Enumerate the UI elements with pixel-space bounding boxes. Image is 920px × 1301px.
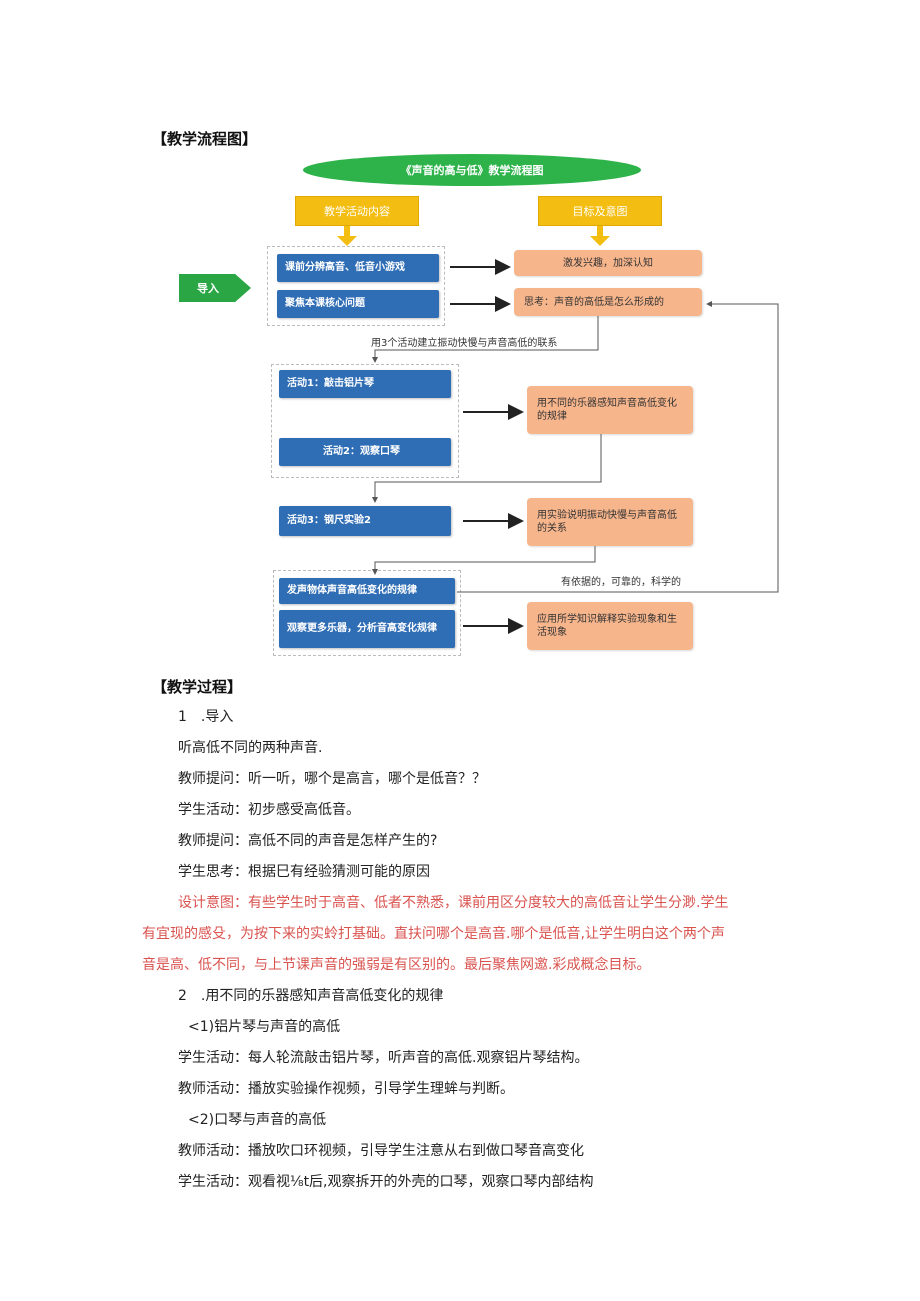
- section-title-process: 【教学过程】: [152, 678, 243, 696]
- design-intent-line: 音是高、低不同，与上节课声音的强弱是有区别的。最后聚焦网邀.彩成概念目标。: [142, 957, 651, 973]
- teaching-flowchart: 《声音的高与低》教学流程图 教学活动内容 目标及意图 导入 课前分辨高音、低音小…: [175, 152, 785, 662]
- box-pregame: 课前分辨高音、低音小游戏: [277, 254, 439, 282]
- process-line: 学生活动：观看视⅛t后,观察拆开的外壳的口琴，观察口琴内部结构: [178, 1174, 594, 1190]
- header-goals: 目标及意图: [538, 196, 662, 226]
- group-intro: [267, 246, 445, 326]
- process-line: 教师活动：播放实验操作视频，引导学生理蛑与判断。: [178, 1081, 514, 1097]
- box-activity-3: 活动3：钢尺实验2: [279, 506, 451, 536]
- box-goal-think: 思考：声音的高低是怎么形成的: [514, 288, 702, 316]
- header-activities: 教学活动内容: [295, 196, 419, 226]
- banner-text: 《声音的高与低》教学流程图: [400, 164, 544, 177]
- process-line: 听高低不同的两种声音.: [178, 740, 323, 756]
- process-line: 教师提问：高低不同的声音是怎样产生的?: [178, 833, 438, 849]
- label-activity-link: 用3个活动建立振动快慢与声音高低的联系: [371, 338, 558, 349]
- box-activity-2: 活动2：观察口琴: [279, 438, 451, 466]
- group-activities-1-2: [271, 364, 459, 478]
- box-goal-interest: 激发兴趣，加深认知: [514, 250, 702, 276]
- process-heading-1: 1 .导入: [178, 709, 234, 725]
- process-subheading: <1)铝片琴与声音的高低: [188, 1019, 341, 1035]
- process-line: 教师活动：播放吹口环视频，引导学生注意从右到做口琴音高变化: [178, 1143, 584, 1159]
- box-activity-1: 活动1：敲击铝片琴: [279, 370, 451, 398]
- box-goal-experiment: 用实验说明振动快慢与声音高低的关系: [527, 498, 693, 546]
- box-more-instruments: 观察更多乐器，分析音高变化规律: [279, 610, 455, 648]
- section-title-flowchart: 【教学流程图】: [152, 130, 258, 148]
- box-pattern: 发声物体声音高低变化的规律: [279, 578, 455, 604]
- flowchart-connectors: [337, 226, 779, 634]
- box-core-question: 聚焦本课核心问题: [277, 290, 439, 318]
- box-goal-apply: 应用所学知识解释实验现象和生活现象: [527, 602, 693, 650]
- flowchart-banner: 《声音的高与低》教学流程图: [303, 154, 641, 186]
- process-line: 学生活动：每人轮流敲击铝片琴，听声音的高低.观察铝片琴结构。: [178, 1050, 589, 1066]
- process-subheading: <2)口琴与声音的高低: [188, 1112, 327, 1128]
- design-intent-line: 有宜现的感殳，为按下来的实蛉打基础。直扶问哪个是高音.哪个是低音,让学生明白这个…: [142, 926, 725, 942]
- label-feedback: 有依据的，可靠的，科学的: [561, 577, 681, 588]
- box-goal-instruments: 用不同的乐器感知声音高低变化的规律: [527, 386, 693, 434]
- process-heading-2: 2 .用不同的乐器感知声音高低变化的规律: [178, 988, 444, 1004]
- group-summary: [273, 570, 461, 656]
- process-line: 学生思考：根据巳有经验猜测可能的原因: [178, 864, 430, 880]
- intro-arrow: 导入: [179, 274, 251, 302]
- process-line: 学生活动：初步感受高低音。: [178, 802, 360, 818]
- intro-label: 导入: [197, 282, 219, 295]
- design-intent-line: 设计意图：有些学生时于高音、低者不熟悉，课前用区分度较大的高低音让学生分渺.学生: [178, 895, 729, 911]
- process-line: 教师提问：听一听，哪个是高言，哪个是低音？？: [178, 771, 486, 787]
